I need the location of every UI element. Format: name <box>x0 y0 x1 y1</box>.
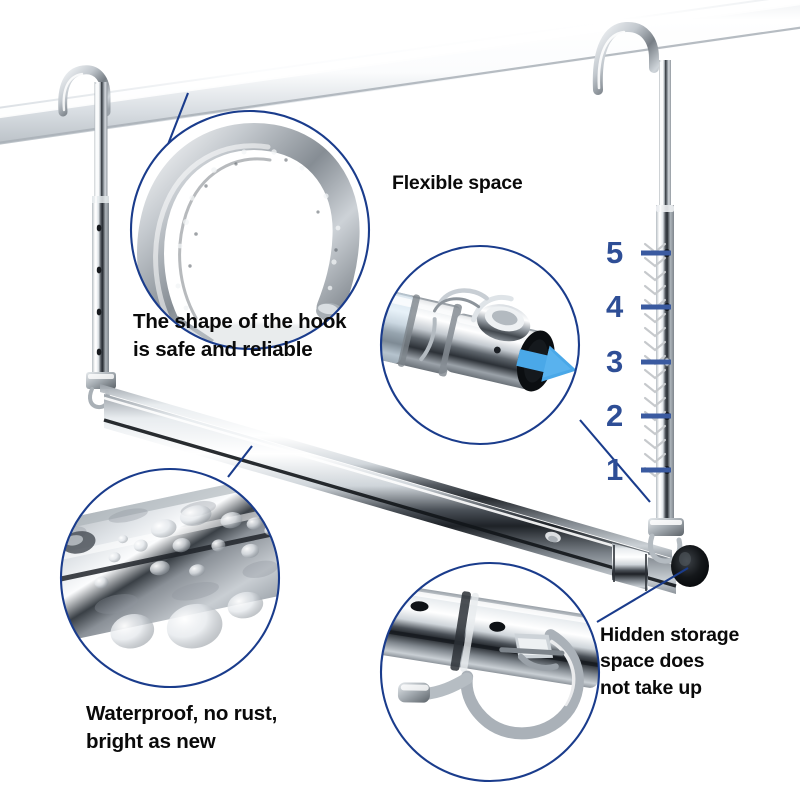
right-rail-hook <box>592 22 659 95</box>
twist-callout-ring <box>379 244 581 446</box>
leader-line-twist <box>579 419 651 503</box>
overhead-ceiling-rail <box>0 0 800 145</box>
water-droplets <box>61 505 277 649</box>
hidden-storage-callout-ring <box>379 561 601 783</box>
scale-ticks <box>641 250 671 473</box>
waterproof-callout <box>59 445 281 689</box>
right-telescopic-post <box>656 60 674 530</box>
scale-number-1: 1 <box>606 452 624 487</box>
height-scale-graphics <box>641 242 671 478</box>
scale-number-5: 5 <box>606 235 624 270</box>
waterproof-callout-ring <box>59 467 281 689</box>
hook-shape-callout <box>129 92 371 351</box>
scale-number-3: 3 <box>606 344 624 379</box>
expansion-arrow <box>516 345 577 382</box>
left-telescopic-post <box>92 82 109 386</box>
scale-number-2: 2 <box>606 398 624 433</box>
leader-line-water <box>227 445 253 478</box>
caption-hook-shape: The shape of the hook is safe and reliab… <box>133 310 347 361</box>
right-corner-joint <box>648 518 709 587</box>
caption-flexible-space: Flexible space <box>392 172 523 194</box>
hidden-storage-callout <box>379 561 689 783</box>
caption-waterproof: Waterproof, no rust, bright as new <box>86 702 278 753</box>
scale-number-4: 4 <box>606 289 624 324</box>
hook-callout-ring <box>129 109 371 351</box>
flexible-space-callout <box>379 244 651 503</box>
leader-line-hidden <box>596 567 689 623</box>
caption-hidden-storage: Hidden storage space does not take up <box>600 624 740 699</box>
main-hanging-rod <box>100 384 677 594</box>
leader-line-hook <box>166 92 189 148</box>
